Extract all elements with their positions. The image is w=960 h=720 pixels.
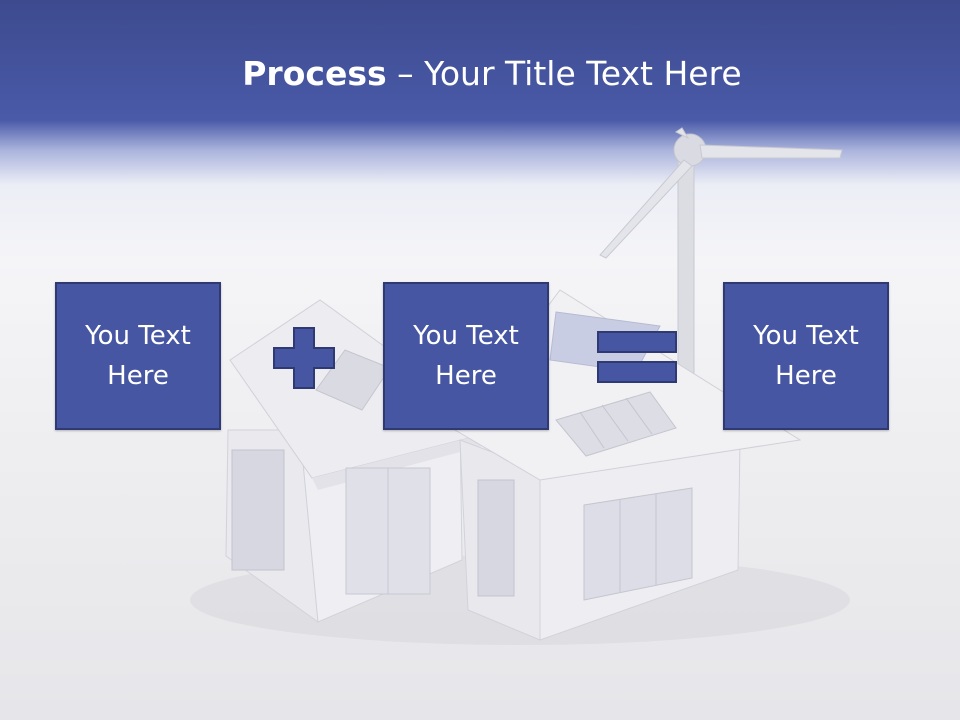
title-rest: Your Title Text Here	[424, 54, 742, 93]
process-box-2[interactable]: You Text Here	[383, 282, 549, 430]
process-box-3[interactable]: You Text Here	[723, 282, 889, 430]
page-title: Process – Your Title Text Here	[0, 52, 960, 96]
plus-icon	[273, 327, 335, 389]
process-box-1[interactable]: You Text Here	[55, 282, 221, 430]
equals-icon	[597, 331, 677, 383]
title-separator: –	[386, 54, 425, 93]
title-bold: Process	[242, 54, 387, 93]
